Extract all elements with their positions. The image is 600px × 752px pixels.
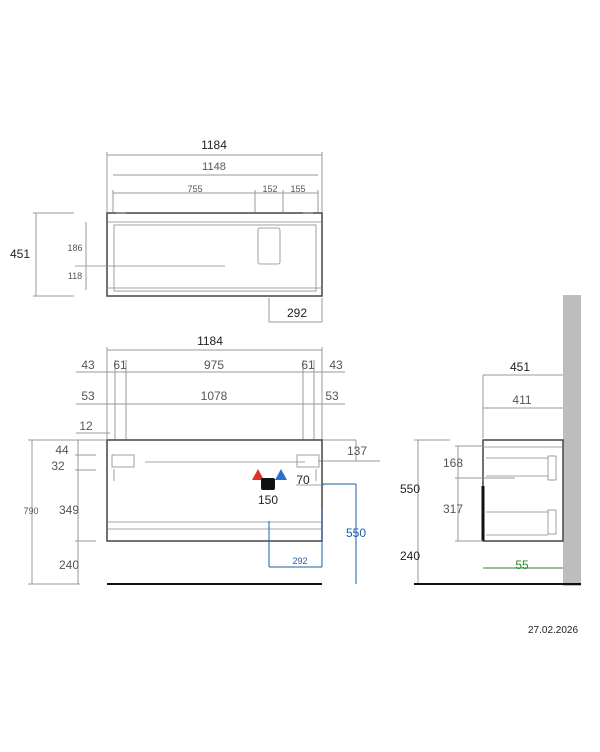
front-row2-center: 1078 (201, 389, 228, 403)
siphon-offset: 70 (296, 473, 310, 487)
top-view: 1184 1148 755 152 155 451 186 118 292 (10, 138, 323, 323)
front-offset-left: 12 (79, 419, 93, 433)
front-h-mid: 349 (59, 503, 79, 517)
side-floor-height: 240 (400, 549, 420, 563)
front-row1-left: 43 (81, 358, 95, 372)
front-row1-right2: 61 (301, 358, 315, 372)
top-seg-left: 755 (187, 184, 202, 194)
drawing-date: 27.02.2026 (528, 625, 579, 636)
front-h-top: 44 (55, 443, 69, 457)
drain-icon (261, 478, 275, 490)
front-row1-right: 43 (329, 358, 343, 372)
top-seg-mid: 152 (262, 184, 277, 194)
side-drawer-top: 168 (443, 456, 463, 470)
side-depth: 451 (510, 360, 530, 374)
cold-water-icon (275, 469, 287, 480)
front-row1-center: 975 (204, 358, 224, 372)
siphon-width: 150 (258, 493, 278, 507)
side-inner-depth: 411 (512, 393, 531, 407)
top-seg-right: 155 (290, 184, 305, 194)
side-drawer-bottom: 317 (443, 502, 463, 516)
front-offset-right: 137 (347, 444, 367, 458)
top-overall-width: 1184 (201, 138, 227, 152)
hot-water-icon (252, 469, 264, 480)
front-h-top2: 32 (51, 459, 65, 473)
side-view: 451 411 550 240 168 317 55 (400, 295, 581, 586)
front-row1-left2: 61 (113, 358, 127, 372)
siphon-drawer: 292 (292, 556, 307, 566)
front-row2-right: 53 (325, 389, 339, 403)
top-depth-b: 118 (68, 271, 82, 281)
top-inner-width: 1148 (202, 161, 226, 173)
front-h-bottom: 240 (59, 558, 79, 572)
top-depth: 451 (10, 247, 30, 261)
top-drawer-width: 292 (287, 306, 307, 320)
siphon-height: 550 (346, 526, 366, 540)
side-height-body: 550 (400, 482, 420, 496)
wall (563, 295, 581, 586)
front-overall-width: 1184 (197, 334, 223, 348)
top-depth-a: 186 (67, 243, 82, 253)
front-view: 1184 43 61 975 61 43 53 1078 53 12 137 (23, 334, 380, 585)
front-height-total: 790 (23, 506, 38, 516)
side-wall-offset: 55 (515, 558, 529, 572)
front-row2-left: 53 (81, 389, 95, 403)
